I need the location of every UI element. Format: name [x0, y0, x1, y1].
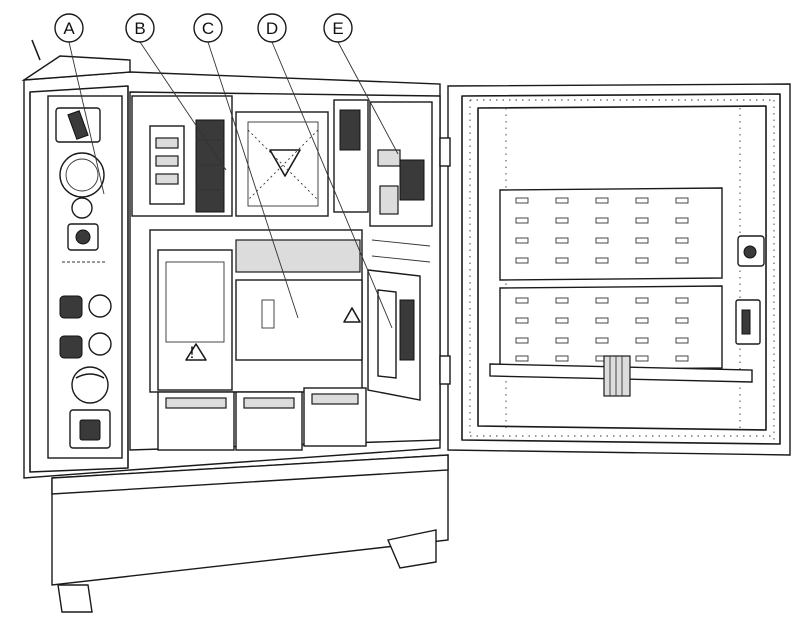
- callout-label: C: [202, 19, 214, 38]
- callout-label: E: [332, 19, 343, 38]
- callout-b: B: [125, 13, 155, 43]
- callout-e: E: [323, 13, 353, 43]
- callout-label: D: [266, 19, 278, 38]
- open-door: [439, 83, 791, 456]
- upper-right-boards: [333, 99, 433, 227]
- callout-label: A: [63, 19, 75, 38]
- cabinet-base: [51, 454, 449, 613]
- operator-panel: [47, 95, 123, 459]
- main-drive-module: !: [149, 229, 363, 393]
- fan-unit: [235, 111, 329, 217]
- callout-label: B: [134, 19, 145, 38]
- callout-a: A: [54, 13, 84, 43]
- lower-power-modules: [157, 387, 367, 451]
- callout-c: C: [193, 13, 223, 43]
- callout-d: D: [257, 13, 287, 43]
- warning-mark: !: [190, 343, 195, 362]
- callout-leaders: [68, 41, 399, 329]
- side-wall-module: [367, 239, 431, 401]
- upper-left-module-bay: [131, 95, 233, 217]
